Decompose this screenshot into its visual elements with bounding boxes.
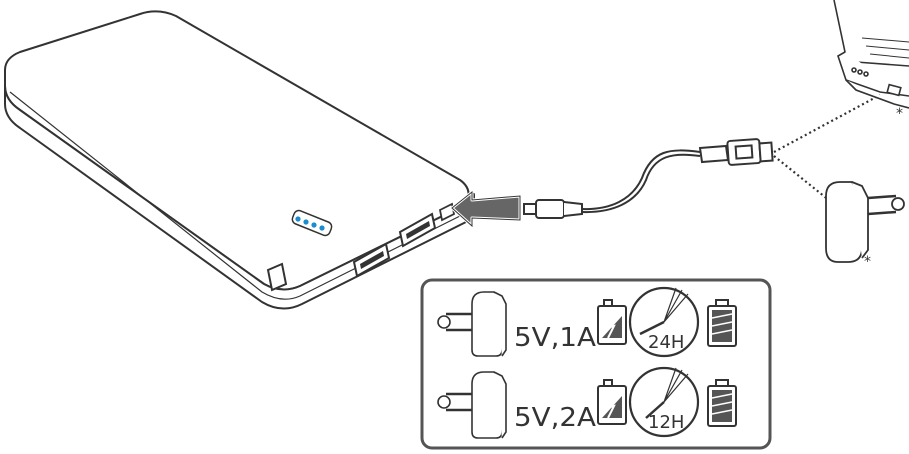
adapter-spec-label: 5V,1A — [514, 323, 596, 353]
usb-a-plug — [698, 144, 730, 164]
charge-time-label: 24H — [648, 332, 684, 353]
charge-time-label: 12H — [648, 412, 684, 433]
clock-icon — [628, 286, 700, 358]
micro-usb-plug — [523, 203, 537, 215]
charger-footnote-mark: * — [864, 254, 871, 270]
power-bank — [4, 10, 475, 310]
laptop — [833, 0, 909, 109]
led-dot — [295, 216, 301, 222]
usb-output-port-2 — [398, 212, 437, 248]
connection-lines — [773, 94, 881, 206]
power-button — [266, 262, 288, 292]
insert-arrow-icon — [450, 190, 522, 228]
adapter-spec-label: 5V,2A — [514, 403, 596, 433]
usb-output-port-1 — [352, 242, 391, 278]
battery-full-icon — [707, 379, 737, 427]
legend-row-2: 5V,2A 12H — [437, 366, 737, 439]
legend-row-1: 5V,1A 24H — [437, 286, 737, 358]
led-dot — [303, 219, 309, 225]
battery-led-indicator — [291, 209, 333, 237]
led-dot — [319, 225, 325, 231]
clock-icon — [628, 366, 700, 438]
led-dot — [311, 222, 317, 228]
power-bank-edge-line — [9, 91, 469, 300]
battery-charging-icon — [597, 299, 627, 345]
wall-charger-icon — [825, 181, 905, 263]
usb-cable — [523, 138, 774, 219]
adapter-plug-icon — [437, 291, 507, 357]
battery-full-icon — [707, 299, 737, 347]
laptop-footnote-mark: * — [896, 106, 903, 122]
battery-charging-icon — [597, 379, 627, 425]
adapter-plug-icon — [437, 371, 507, 439]
